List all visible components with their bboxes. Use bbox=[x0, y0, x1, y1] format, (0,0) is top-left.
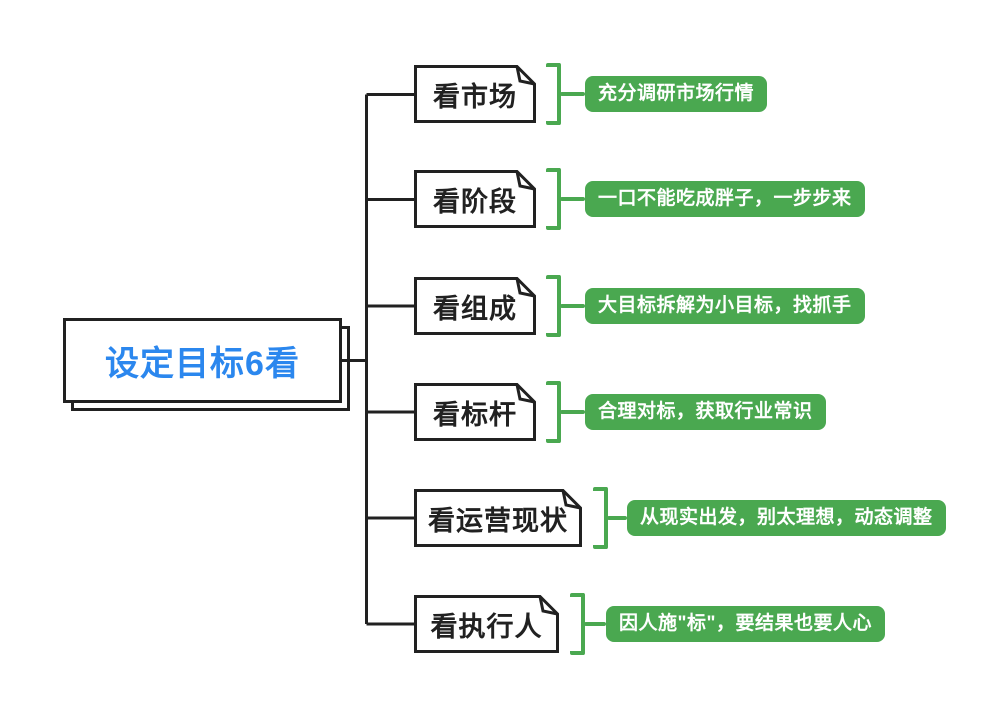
topic-label: 看标杆 bbox=[433, 399, 517, 430]
document-shape bbox=[414, 489, 582, 547]
root-node[interactable]: 设定目标6看 bbox=[63, 318, 342, 403]
topic-node-3[interactable]: 看组成 bbox=[414, 277, 536, 335]
summary-link-2 bbox=[560, 197, 585, 201]
summary-bracket-2 bbox=[546, 168, 561, 230]
document-outline bbox=[414, 170, 536, 228]
folded-corner-icon bbox=[515, 384, 535, 404]
summary-bracket-1 bbox=[546, 63, 561, 125]
summary-link-3 bbox=[560, 304, 585, 308]
summary-note-4[interactable]: 合理对标，获取行业常识 bbox=[585, 394, 826, 430]
folded-corner-icon bbox=[561, 490, 581, 510]
document-outline bbox=[414, 383, 536, 441]
document-shape bbox=[414, 277, 536, 335]
document-shape bbox=[414, 170, 536, 228]
folded-corner-icon bbox=[538, 596, 558, 616]
document-shape bbox=[414, 595, 559, 653]
folded-corner-icon bbox=[515, 171, 535, 191]
topic-label: 看执行人 bbox=[430, 611, 543, 642]
summary-link-1 bbox=[560, 92, 585, 96]
document-outline bbox=[414, 277, 536, 335]
topic-label: 看市场 bbox=[433, 81, 517, 112]
summary-bracket-4 bbox=[546, 381, 561, 443]
topic-node-6[interactable]: 看执行人 bbox=[414, 595, 559, 653]
summary-note-5[interactable]: 从现实出发，别太理想，动态调整 bbox=[627, 500, 946, 536]
topic-label: 看组成 bbox=[433, 293, 517, 324]
summary-note-6[interactable]: 因人施"标"，要结果也要人心 bbox=[606, 606, 886, 642]
folded-corner-icon bbox=[515, 278, 535, 298]
summary-link-6 bbox=[584, 622, 606, 626]
document-outline bbox=[414, 595, 559, 653]
topic-node-2[interactable]: 看阶段 bbox=[414, 170, 536, 228]
root-node-label: 设定目标6看 bbox=[105, 345, 300, 383]
folded-corner-icon bbox=[515, 66, 535, 86]
summary-note-1[interactable]: 充分调研市场行情 bbox=[585, 76, 768, 112]
summary-bracket-3 bbox=[546, 275, 561, 337]
summary-link-4 bbox=[560, 410, 585, 414]
document-outline bbox=[414, 489, 582, 547]
topic-node-5[interactable]: 看运营现状 bbox=[414, 489, 582, 547]
document-outline bbox=[414, 65, 536, 123]
document-shape bbox=[414, 383, 536, 441]
summary-note-3[interactable]: 大目标拆解为小目标，找抓手 bbox=[585, 288, 865, 324]
topic-label: 看运营现状 bbox=[428, 505, 568, 536]
topic-node-4[interactable]: 看标杆 bbox=[414, 383, 536, 441]
summary-bracket-6 bbox=[570, 593, 585, 655]
topic-node-1[interactable]: 看市场 bbox=[414, 65, 536, 123]
summary-note-2[interactable]: 一口不能吃成胖子，一步步来 bbox=[585, 181, 865, 217]
topic-label: 看阶段 bbox=[433, 186, 517, 217]
summary-bracket-5 bbox=[593, 487, 608, 549]
summary-link-5 bbox=[607, 516, 627, 520]
document-shape bbox=[414, 65, 536, 123]
